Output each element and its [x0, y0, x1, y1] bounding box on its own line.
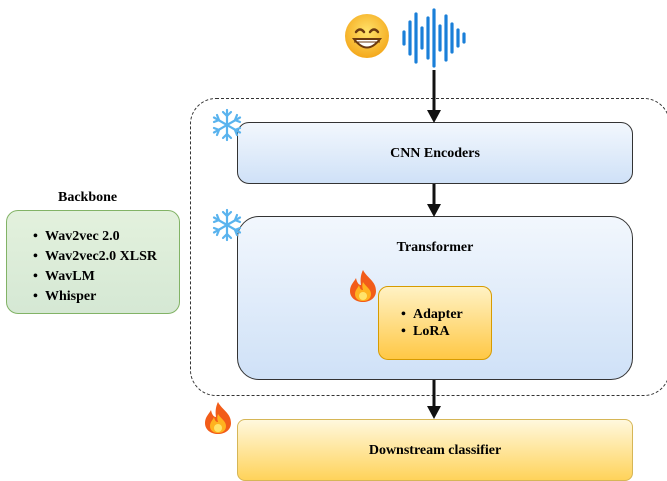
fire-icon — [350, 270, 376, 302]
arrow-input-to-cnn — [427, 70, 441, 123]
arrow-cnn-to-transformer — [427, 184, 441, 217]
backbone-item: Whisper — [33, 287, 157, 307]
downstream-classifier-box — [237, 419, 633, 481]
downstream-classifier-label: Downstream classifier — [368, 443, 502, 458]
adapter-box: Adapter LoRA — [378, 286, 492, 360]
transformer-label: Transformer — [396, 240, 474, 255]
backbone-item: Wav2vec2.0 XLSR — [33, 247, 157, 267]
audio-waveform-icon — [402, 8, 466, 68]
backbone-title: Backbone — [58, 190, 118, 205]
snowflake-icon — [212, 108, 242, 142]
backbone-item: Wav2vec 2.0 — [33, 227, 157, 247]
arrow-transformer-to-downstream — [427, 380, 441, 419]
cnn-encoders-box — [237, 122, 633, 184]
frozen-backbone-region — [190, 98, 667, 396]
adapter-item: Adapter — [401, 306, 463, 323]
adapter-item: LoRA — [401, 323, 463, 340]
backbone-panel: Wav2vec 2.0 Wav2vec2.0 XLSR WavLM Whispe… — [6, 210, 180, 314]
fire-icon — [205, 402, 231, 434]
grinning-face-icon — [345, 14, 389, 58]
snowflake-icon — [212, 208, 242, 242]
backbone-item: WavLM — [33, 267, 157, 287]
cnn-encoders-label: CNN Encoders — [390, 146, 480, 161]
